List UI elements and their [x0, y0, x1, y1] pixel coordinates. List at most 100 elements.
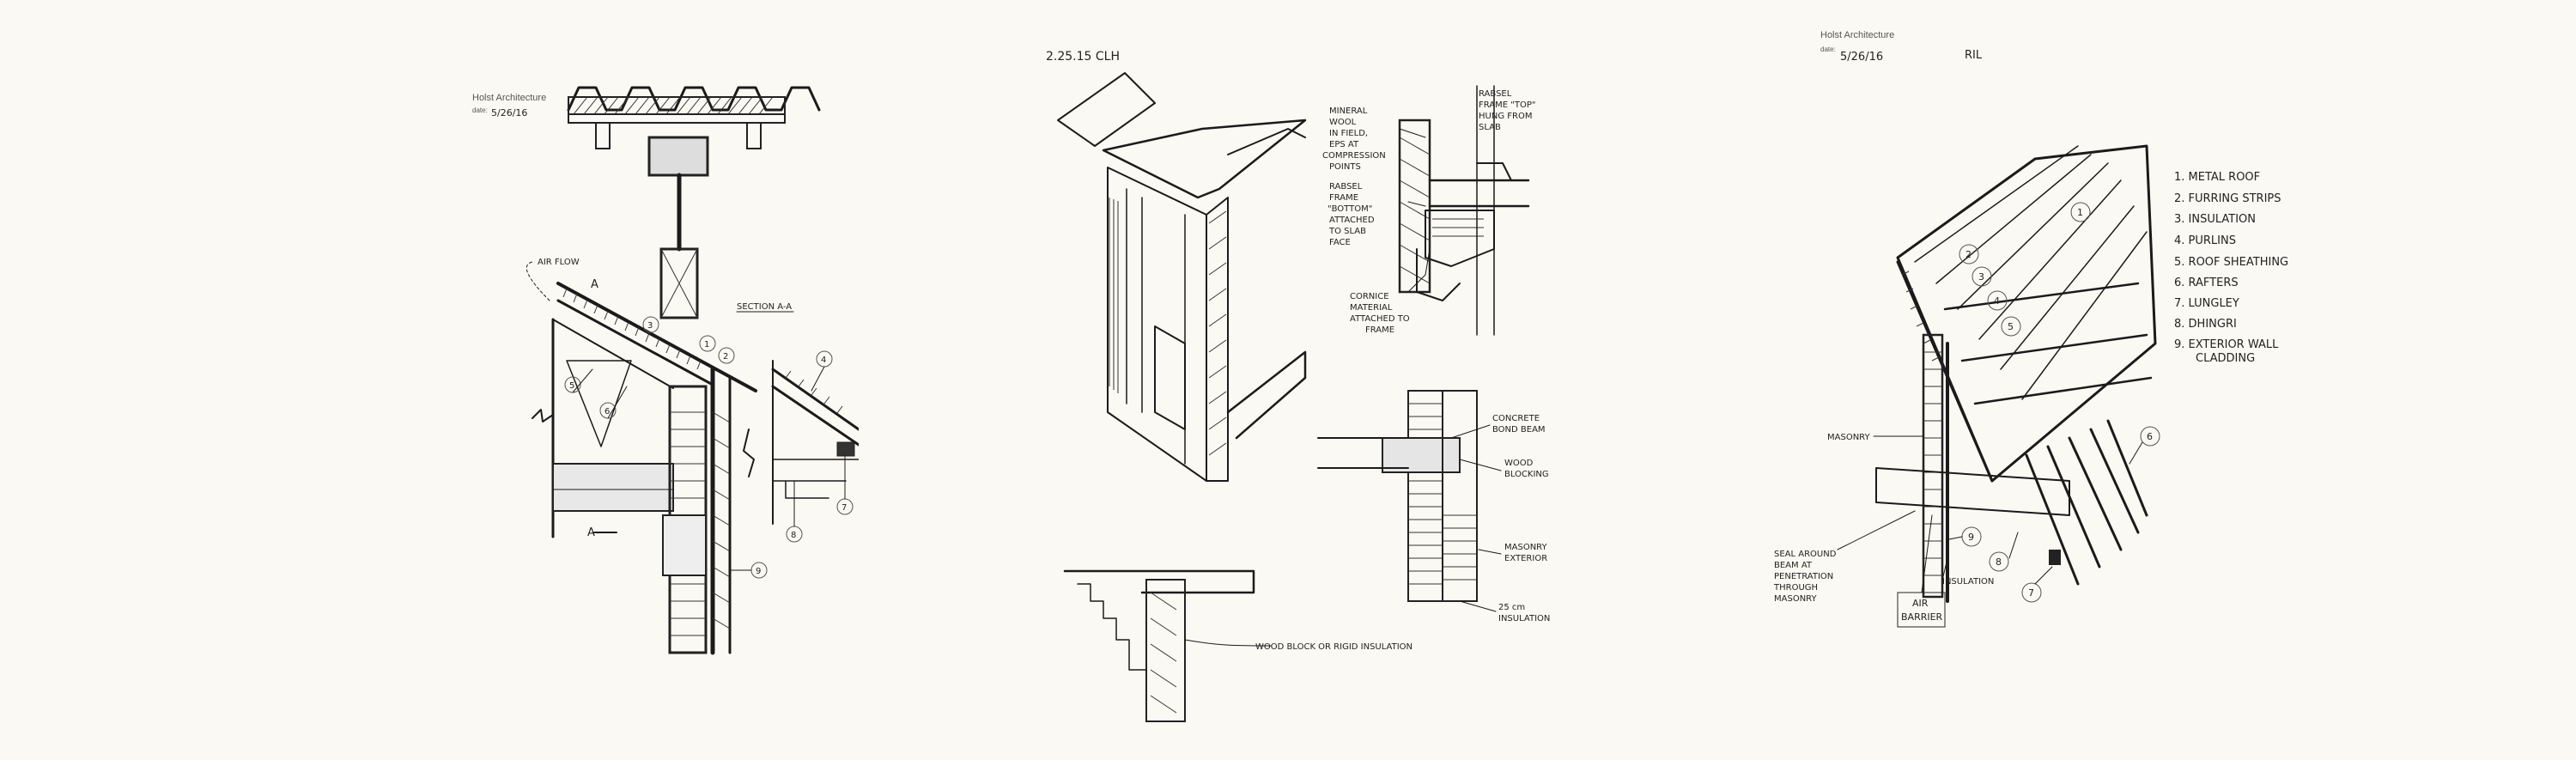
callout-2: 2 — [723, 352, 728, 362]
label-rabsel-top: RABSEL FRAME "TOP" HUNG FROM SLAB — [1479, 89, 1535, 132]
svg-text:MASONRY: MASONRY — [1504, 543, 1547, 552]
label-mineral-wool: MINERAL WOOL IN FIELD, EPS AT COMPRESSIO… — [1322, 106, 1386, 172]
legend-list: 1. METAL ROOF 2. FURRING STRIPS 3. INSUL… — [2174, 171, 2288, 365]
callout-2-6: 6 — [2147, 431, 2153, 442]
svg-text:EPS AT: EPS AT — [1329, 140, 1359, 149]
cornice-wood-block-detail — [1063, 569, 1272, 722]
callout-3: 3 — [647, 321, 653, 331]
cut-mark-bottom: A — [587, 526, 595, 539]
studio-name: Holst Architecture — [472, 93, 546, 103]
cut-mark-top: A — [591, 278, 598, 291]
svg-text:MASONRY: MASONRY — [1774, 594, 1817, 604]
callout-5: 5 — [569, 381, 574, 391]
sheet-header: 2.25.15 CLH — [1046, 50, 1120, 64]
label-bond-beam: CONCRETE BOND BEAM — [1492, 414, 1546, 435]
svg-text:COMPRESSION: COMPRESSION — [1322, 151, 1386, 161]
svg-text:FRAME: FRAME — [1329, 193, 1358, 203]
date-prefix-2: date: — [1820, 46, 1836, 53]
facade-perspective — [1057, 72, 1307, 482]
svg-text:"BOTTOM": "BOTTOM" — [1327, 204, 1372, 214]
rabsel-frame-section — [1398, 85, 1530, 336]
svg-text:EXTERIOR: EXTERIOR — [1504, 554, 1547, 563]
label-wood-blocking: WOOD BLOCKING — [1504, 459, 1549, 479]
date-prefix: date: — [472, 106, 488, 114]
label-seal-around-beam: SEAL AROUND BEAM AT PENETRATION THROUGH … — [1773, 550, 1837, 604]
wall-roof-section — [526, 261, 757, 655]
svg-text:SLAB: SLAB — [1479, 123, 1501, 132]
svg-text:BARRIER: BARRIER — [1901, 611, 1943, 623]
legend-item-8: 8. DHINGRI — [2174, 318, 2237, 331]
callout-7: 7 — [841, 503, 847, 513]
legend-item-3: 3. INSULATION — [2174, 213, 2256, 226]
studio-name-2: Holst Architecture — [1820, 30, 1894, 40]
svg-text:SEAL AROUND: SEAL AROUND — [1774, 550, 1837, 559]
eave-detail — [771, 360, 859, 525]
drawing-date-2: 5/26/16 — [1840, 51, 1883, 64]
svg-text:BLOCKING: BLOCKING — [1504, 470, 1549, 479]
label-cornice-material: CORNICE MATERIAL ATTACHED TO FRAME — [1350, 292, 1410, 335]
legend-item-6: 6. RAFTERS — [2174, 277, 2239, 289]
callout-2-3: 3 — [1978, 271, 1984, 283]
legend-item-2: 2. FURRING STRIPS — [2174, 192, 2281, 205]
sheet-2-drawing: 2.25.15 CLH — [1046, 50, 1550, 722]
svg-text:FRAME "TOP": FRAME "TOP" — [1479, 100, 1535, 110]
callout-6: 6 — [605, 407, 610, 416]
legend-item-7: 7. LUNGLEY — [2174, 297, 2239, 310]
drawing-initials: RIL — [1965, 49, 1983, 62]
airflow-label: AIR FLOW — [538, 258, 580, 267]
label-insulation: INSULATION — [1942, 577, 1994, 587]
svg-text:WOOD: WOOD — [1504, 459, 1534, 468]
legend-item-1: 1. METAL ROOF — [2174, 171, 2260, 184]
callout-4: 4 — [821, 356, 826, 365]
legend-item-9-cont: CLADDING — [2196, 352, 2255, 365]
legend-item-5: 5. ROOF SHEATHING — [2174, 256, 2288, 269]
svg-text:CONCRETE: CONCRETE — [1492, 414, 1540, 423]
label-masonry: MASONRY — [1827, 433, 1870, 442]
svg-text:RABSEL: RABSEL — [1479, 89, 1512, 99]
sheet-3-drawing: Holst Architecture date: 5/26/16 RIL 1. … — [1773, 30, 2288, 628]
svg-text:ATTACHED TO: ATTACHED TO — [1350, 314, 1410, 324]
svg-text:HUNG FROM: HUNG FROM — [1479, 112, 1532, 121]
svg-text:THROUGH: THROUGH — [1773, 583, 1818, 593]
callout-1: 1 — [704, 340, 709, 350]
svg-text:PENETRATION: PENETRATION — [1774, 572, 1833, 581]
callout-2-1: 1 — [2077, 207, 2083, 218]
callout-2-5: 5 — [2008, 321, 2014, 332]
svg-text:BEAM AT: BEAM AT — [1774, 561, 1813, 570]
svg-text:POINTS: POINTS — [1329, 162, 1361, 172]
sheet-eave-perspective: Holst Architecture date: 5/26/16 RIL 1. … — [1717, 0, 2576, 760]
label-rabsel-bottom: RABSEL FRAME "BOTTOM" ATTACHED TO SLAB F… — [1327, 182, 1375, 247]
svg-text:BOND BEAM: BOND BEAM — [1492, 425, 1546, 435]
section-label: SECTION A-A — [737, 302, 792, 312]
callout-8: 8 — [791, 531, 796, 540]
svg-text:INSULATION: INSULATION — [1498, 614, 1550, 623]
svg-text:WOOL: WOOL — [1329, 118, 1357, 127]
svg-text:RABSEL: RABSEL — [1329, 182, 1363, 192]
svg-text:MATERIAL: MATERIAL — [1350, 303, 1393, 313]
callout-2-4: 4 — [1994, 295, 2000, 307]
legend-item-9: 9. EXTERIOR WALL — [2174, 338, 2279, 351]
callout-2-7: 7 — [2028, 587, 2034, 599]
sheet-roof-section: Holst Architecture date: 5/26/16 — [0, 0, 859, 760]
svg-text:AIR: AIR — [1912, 598, 1929, 609]
callout-bubbles: 1 2 3 4 5 6 7 8 9 — [564, 316, 854, 579]
label-wood-block: WOOD BLOCK OR RIGID INSULATION — [1255, 642, 1413, 652]
callout-2-2: 2 — [1965, 249, 1971, 260]
svg-text:TO SLAB: TO SLAB — [1328, 227, 1366, 236]
svg-text:MINERAL: MINERAL — [1329, 106, 1368, 116]
roof-eave-perspective — [1875, 144, 2157, 603]
drawing-date: 5/26/16 — [491, 107, 527, 119]
sheet-1-drawing: Holst Architecture date: 5/26/16 — [472, 86, 859, 655]
svg-text:IN FIELD,: IN FIELD, — [1329, 129, 1368, 138]
svg-text:ATTACHED: ATTACHED — [1329, 216, 1375, 225]
callout-2-8: 8 — [1996, 556, 2002, 568]
legend-item-4: 4. PURLINS — [2174, 234, 2236, 247]
svg-text:FACE: FACE — [1329, 238, 1351, 247]
svg-text:25 cm: 25 cm — [1498, 603, 1525, 612]
roof-panel-detail — [567, 86, 821, 319]
callout-2-9: 9 — [1968, 532, 1974, 543]
bond-beam-detail — [1317, 390, 1478, 602]
svg-text:CORNICE: CORNICE — [1350, 292, 1389, 301]
label-masonry-exterior: MASONRY EXTERIOR — [1504, 543, 1547, 563]
label-25cm-insulation: 25 cm INSULATION — [1498, 603, 1550, 623]
